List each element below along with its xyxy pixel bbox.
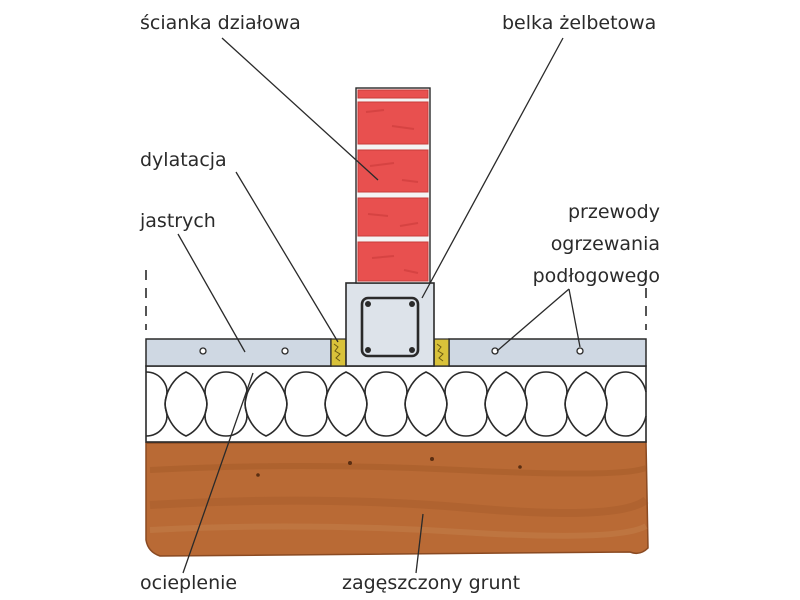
rc-beam bbox=[345, 282, 435, 367]
label-heating-pipes-line1: przewody bbox=[567, 201, 660, 223]
label-heating-pipes-line3: podłogowego bbox=[532, 265, 660, 287]
compacted-soil-layer bbox=[145, 440, 649, 557]
brick-partition-wall bbox=[355, 87, 431, 284]
label-expansion-joint: dylatacja bbox=[140, 149, 227, 171]
label-compacted-soil: zagęszczony grunt bbox=[342, 572, 521, 594]
label-screed: jastrych bbox=[140, 210, 216, 232]
heating-pipes bbox=[199, 347, 584, 355]
boundary-dashes bbox=[145, 270, 647, 330]
leader-lines bbox=[177, 37, 581, 574]
insulation-layer bbox=[145, 365, 647, 443]
label-partition-wall: ścianka działowa bbox=[140, 12, 301, 34]
label-rc-beam: belka żelbetowa bbox=[502, 12, 657, 34]
label-heating-pipes-line2: ogrzewania bbox=[550, 233, 660, 255]
label-insulation: ocieplenie bbox=[140, 572, 238, 594]
screed-layer bbox=[145, 338, 647, 367]
